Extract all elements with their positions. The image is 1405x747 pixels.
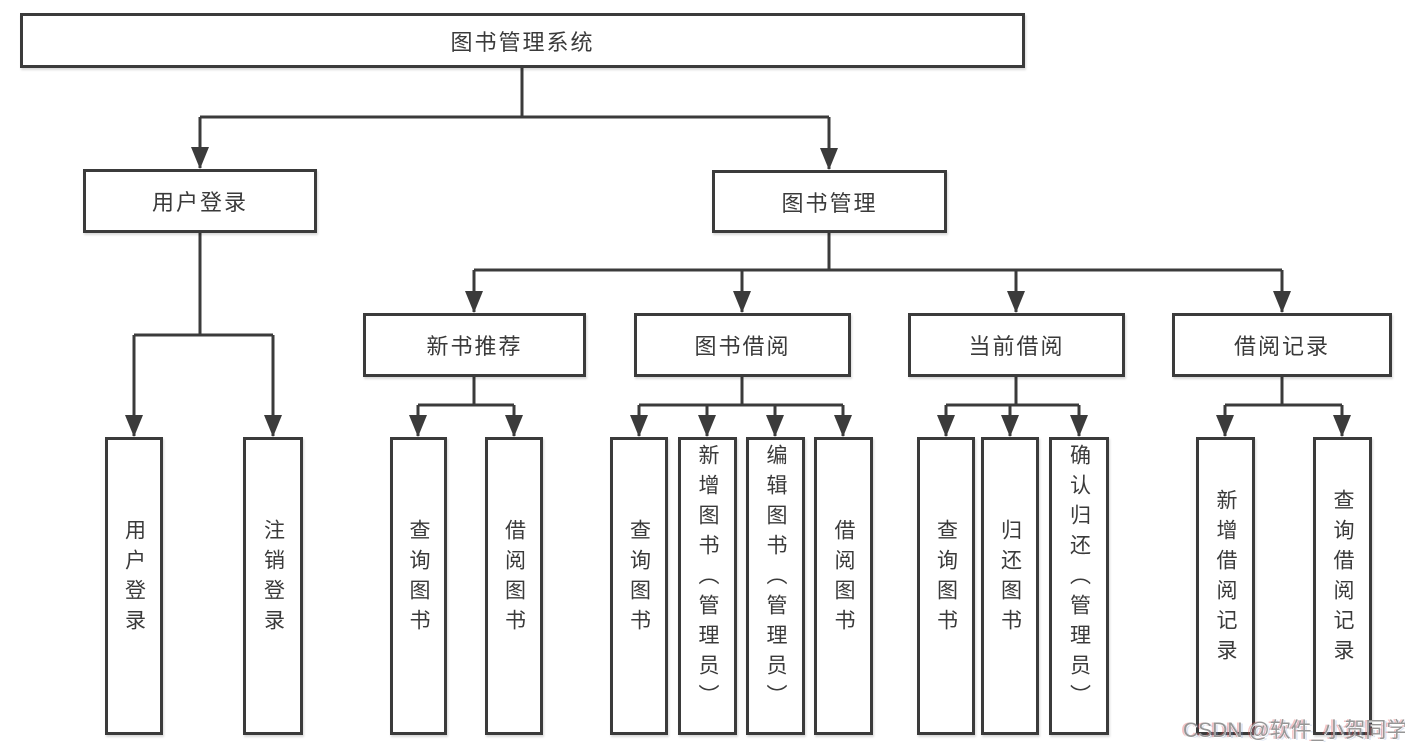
leaf-borrow-books: 借阅图书 [814, 437, 873, 735]
edge-bookborrow-to-leaves [637, 377, 845, 436]
arrowhead [630, 415, 648, 437]
watermark: CSDN @软件_小贺同学 [1183, 719, 1405, 742]
arrowhead [820, 148, 838, 170]
leaf-user-login: 用户登录 [105, 437, 163, 735]
leaf-query-books-current: 查询图书 [917, 437, 975, 735]
node-user-login: 用户登录 [83, 169, 317, 233]
node-current-borrow: 当前借阅 [908, 313, 1125, 377]
leaf-confirm-return-admin: 确认归还（管理员） [1049, 437, 1109, 735]
arrowhead [1070, 415, 1088, 437]
node-label: 归还图书 [998, 519, 1022, 639]
edge-root-to-level2 [198, 68, 831, 169]
arrowhead [1216, 415, 1234, 437]
node-label: 新增借阅记录 [1214, 489, 1237, 669]
node-new-book-recommend: 新书推荐 [363, 313, 586, 377]
node-label: 借阅图书 [832, 519, 855, 639]
node-label: 查询图书 [407, 519, 430, 639]
edge-newbook-to-leaves [416, 377, 516, 436]
leaf-logout: 注销登录 [243, 437, 303, 735]
node-label: 用户登录 [151, 190, 248, 215]
arrowhead [1007, 291, 1025, 313]
arrowhead [264, 415, 282, 437]
arrowhead [1001, 415, 1019, 437]
node-book-borrow: 图书借阅 [634, 313, 851, 377]
edge-userlogin-to-leaves [132, 233, 275, 436]
arrowhead [125, 415, 143, 437]
arrowhead [937, 415, 955, 437]
arrowhead [698, 415, 716, 437]
arrowhead [505, 415, 523, 437]
leaf-add-book-admin: 新增图书（管理员） [678, 437, 737, 735]
arrowhead [766, 415, 784, 437]
node-label: 当前借阅 [968, 334, 1065, 359]
node-book-management: 图书管理 [712, 170, 947, 233]
node-label: 图书管理 [781, 190, 878, 216]
arrowhead [1273, 291, 1291, 313]
node-borrow-records: 借阅记录 [1172, 313, 1392, 377]
node-label: 查询图书 [934, 519, 958, 639]
node-label: 新增图书（管理员） [696, 444, 719, 714]
node-root: 图书管理系统 [20, 13, 1025, 68]
node-label: 查询借阅记录 [1331, 489, 1354, 669]
leaf-add-borrow-record: 新增借阅记录 [1196, 437, 1255, 735]
node-label: 注销登录 [261, 519, 285, 639]
node-label: 图书借阅 [694, 334, 791, 359]
node-label: 查询图书 [627, 519, 651, 639]
edge-records-to-leaves [1223, 377, 1344, 436]
arrowhead [834, 415, 852, 437]
edge-bookmgmt-to-level3 [472, 233, 1284, 312]
node-label: 编辑图书（管理员） [764, 444, 787, 714]
node-label: 借阅图书 [502, 519, 526, 639]
node-label: 用户登录 [122, 519, 146, 639]
leaf-borrow-books-recommend: 借阅图书 [485, 437, 543, 735]
leaf-query-borrow-record: 查询借阅记录 [1313, 437, 1372, 735]
node-label: 借阅记录 [1233, 334, 1330, 359]
arrowhead [733, 291, 751, 313]
node-label: 新书推荐 [426, 334, 523, 359]
arrowhead [191, 147, 209, 169]
node-label: 确认归还（管理员） [1067, 444, 1091, 714]
arrowhead [1333, 415, 1351, 437]
arrowhead [409, 415, 427, 437]
leaf-return-book: 归还图书 [981, 437, 1039, 735]
leaf-edit-book-admin: 编辑图书（管理员） [746, 437, 805, 735]
leaf-query-books-borrow: 查询图书 [610, 437, 668, 735]
arrowhead [465, 291, 483, 313]
leaf-query-books-recommend: 查询图书 [390, 437, 447, 735]
node-label: 图书管理系统 [450, 29, 595, 55]
